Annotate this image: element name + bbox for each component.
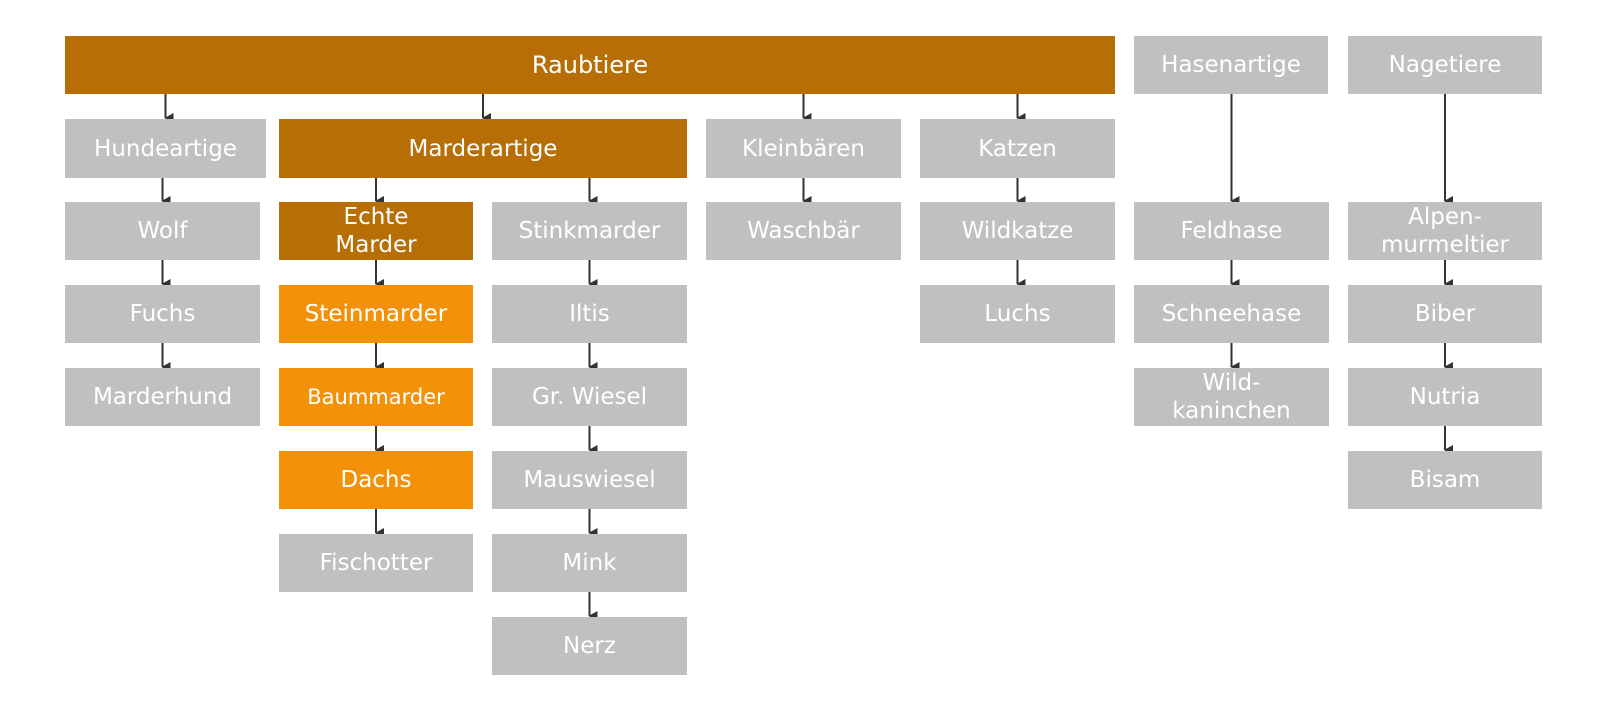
node-label: Fuchs	[129, 301, 196, 327]
node-label: Marderhund	[92, 384, 233, 410]
node-iltis: Iltis	[492, 285, 687, 343]
node-label: Steinmarder	[304, 301, 448, 327]
node-label: Waschbär	[747, 218, 860, 244]
node-label: Feldhase	[1180, 218, 1283, 244]
node-mink: Mink	[492, 534, 687, 592]
node-dachs: Dachs	[279, 451, 473, 509]
node-label-line-1: Alpen-	[1408, 204, 1482, 230]
node-label: Nerz	[563, 633, 616, 659]
node-luchs: Luchs	[920, 285, 1115, 343]
node-label: Hasenartige	[1161, 52, 1301, 78]
node-baummarder: Baummarder	[279, 368, 473, 426]
node-label-line-1: Wild-	[1202, 370, 1261, 396]
node-label: Wolf	[137, 218, 188, 244]
node-wildkaninchen: Wild- kaninchen	[1134, 368, 1329, 426]
node-label: Raubtiere	[531, 51, 649, 79]
node-fischotter: Fischotter	[279, 534, 473, 592]
node-label-line-2: Marder	[335, 232, 417, 258]
node-hasenartige: Hasenartige	[1134, 36, 1328, 94]
node-echte-marder: Echte Marder	[279, 202, 473, 260]
node-bisam: Bisam	[1348, 451, 1542, 509]
node-marderartige: Marderartige	[279, 119, 687, 178]
node-nagetiere: Nagetiere	[1348, 36, 1542, 94]
node-stinkmarder: Stinkmarder	[492, 202, 687, 260]
node-label-line-2: kaninchen	[1172, 398, 1291, 424]
node-wildkatze: Wildkatze	[920, 202, 1115, 260]
node-label: Hundeartige	[94, 135, 237, 162]
node-label: Dachs	[340, 467, 412, 493]
node-label: Baummarder	[307, 385, 445, 409]
node-biber: Biber	[1348, 285, 1542, 343]
node-label-line-2: murmeltier	[1381, 232, 1509, 258]
node-label: Mauswiesel	[523, 467, 656, 493]
node-feldhase: Feldhase	[1134, 202, 1329, 260]
node-nerz: Nerz	[492, 617, 687, 675]
node-label: Mink	[562, 550, 617, 576]
node-label: Biber	[1414, 301, 1476, 327]
node-wolf: Wolf	[65, 202, 260, 260]
node-alpenmurmeltier: Alpen- murmeltier	[1348, 202, 1542, 260]
node-steinmarder: Steinmarder	[279, 285, 473, 343]
node-katzen: Katzen	[920, 119, 1115, 178]
node-raubtiere: Raubtiere	[65, 36, 1115, 94]
node-gr-wiesel: Gr. Wiesel	[492, 368, 687, 426]
node-label: Gr. Wiesel	[531, 384, 648, 410]
node-label: Fischotter	[319, 550, 433, 576]
node-label: Marderartige	[408, 135, 558, 162]
node-label: Katzen	[978, 135, 1057, 162]
node-mauswiesel: Mauswiesel	[492, 451, 687, 509]
node-label: Luchs	[984, 301, 1051, 327]
node-hundeartige: Hundeartige	[65, 119, 266, 178]
node-nutria: Nutria	[1348, 368, 1542, 426]
node-fuchs: Fuchs	[65, 285, 260, 343]
node-label: Bisam	[1409, 467, 1481, 493]
node-waschbaer: Waschbär	[706, 202, 901, 260]
node-label: Iltis	[569, 301, 610, 327]
node-label: Stinkmarder	[518, 218, 661, 244]
node-label: Nagetiere	[1388, 52, 1502, 78]
node-label-line-1: Echte	[343, 204, 409, 230]
node-label: Schneehase	[1161, 301, 1302, 327]
node-label: Nutria	[1409, 384, 1481, 410]
node-label: Wildkatze	[961, 218, 1074, 244]
node-marderhund: Marderhund	[65, 368, 260, 426]
node-schneehase: Schneehase	[1134, 285, 1329, 343]
node-label: Kleinbären	[742, 135, 865, 162]
node-kleinbaeren: Kleinbären	[706, 119, 901, 178]
